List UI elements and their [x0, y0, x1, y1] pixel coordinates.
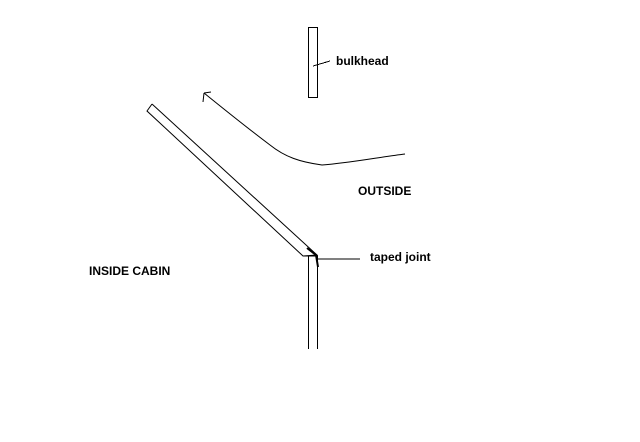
taped-joint-mark	[306, 247, 319, 268]
bulkhead-leader	[312, 60, 331, 67]
bulkhead-shape	[308, 27, 318, 98]
angled-panel-shape	[146, 103, 319, 257]
inside-cabin-label: INSIDE CABIN	[89, 264, 171, 278]
arrowhead-icon	[202, 91, 212, 103]
outside-label: OUTSIDE	[358, 184, 412, 198]
flow-curve-arrow	[203, 92, 406, 166]
taped-joint-label: taped joint	[370, 250, 431, 264]
bulkhead-label: bulkhead	[336, 54, 389, 68]
